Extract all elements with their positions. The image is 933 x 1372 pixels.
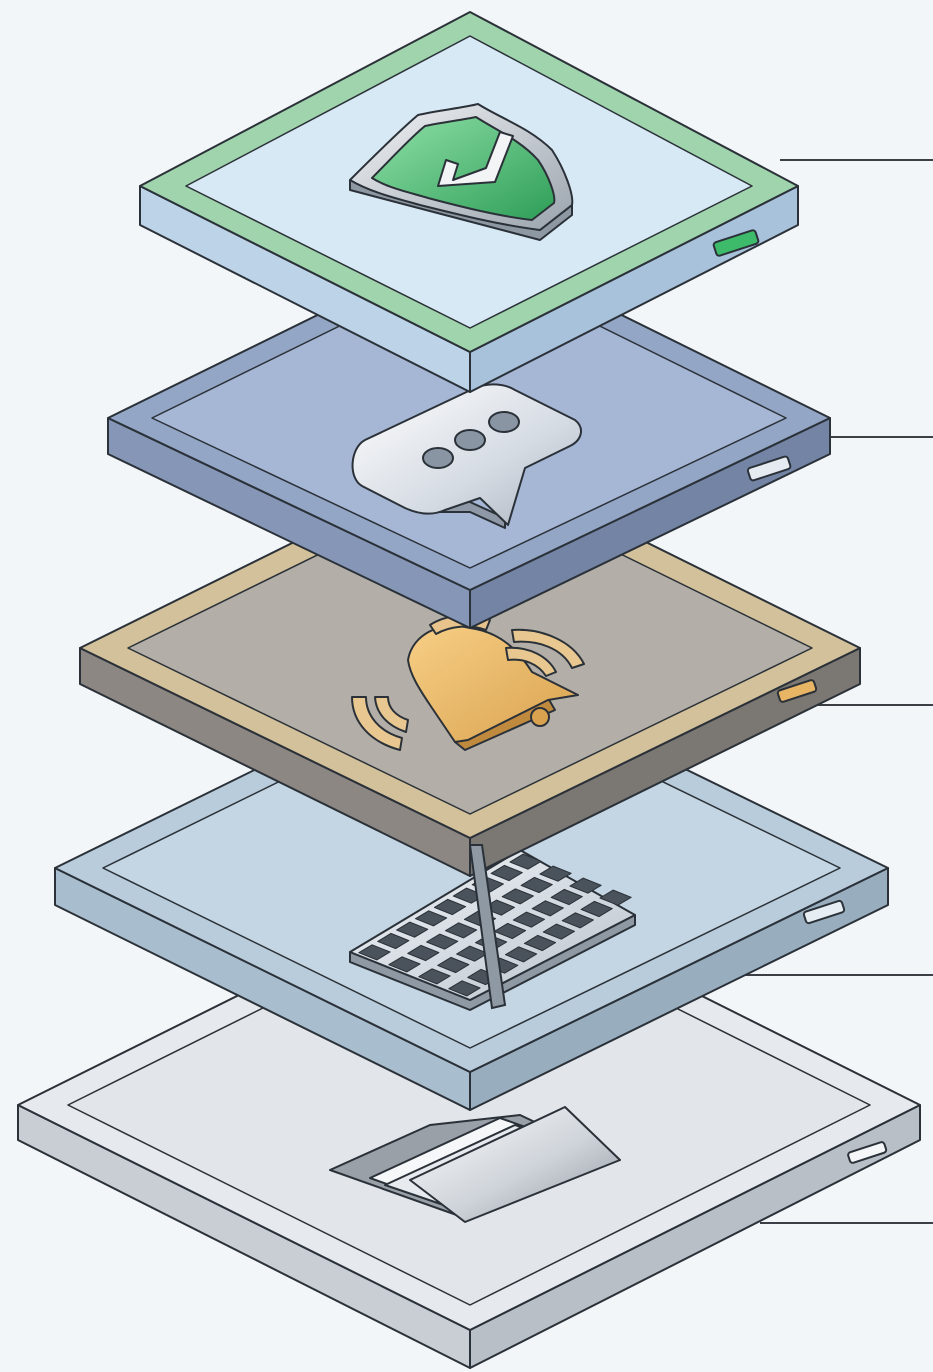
layer-input-indicator bbox=[802, 899, 846, 925]
keyboard-key bbox=[569, 877, 602, 894]
layer-security-indicator bbox=[712, 229, 760, 257]
bell-waves-left bbox=[351, 696, 403, 751]
keyboard-key bbox=[358, 944, 391, 961]
keyboard-key bbox=[396, 921, 429, 938]
keyboard-key bbox=[542, 923, 575, 940]
bell-icon bbox=[351, 614, 585, 751]
chat-dot bbox=[422, 447, 454, 469]
keyboard-key bbox=[539, 865, 572, 882]
keyboard-key bbox=[407, 944, 440, 962]
chat-dot bbox=[488, 411, 520, 433]
keyboard-stand bbox=[468, 844, 507, 1010]
chat-bubble-icon bbox=[351, 383, 582, 529]
keyboard-key bbox=[377, 932, 410, 950]
keyboard-keys bbox=[358, 853, 632, 997]
bell-waves-right bbox=[511, 628, 585, 669]
connector-lines bbox=[740, 159, 933, 1224]
layer-messaging-indicator bbox=[746, 455, 792, 482]
keyboard-key bbox=[448, 980, 481, 997]
keyboard-key bbox=[531, 900, 564, 917]
keyboard-key bbox=[426, 933, 459, 950]
layer-notifications-indicator bbox=[776, 679, 818, 703]
keyboard-key bbox=[580, 900, 613, 918]
shield-check-icon bbox=[349, 103, 574, 241]
keyboard-key bbox=[512, 911, 545, 928]
keyboard-key bbox=[388, 956, 421, 973]
keyboard-key bbox=[501, 888, 534, 905]
keyboard-key bbox=[520, 876, 553, 894]
keyboard-key bbox=[505, 946, 538, 963]
keyboard-key bbox=[599, 889, 632, 906]
keyboard-key bbox=[433, 898, 467, 916]
layer-storage-indicator bbox=[847, 1141, 888, 1164]
keyboard-key bbox=[523, 934, 557, 952]
folder-icon bbox=[329, 1106, 621, 1223]
keyboard-key bbox=[509, 853, 542, 870]
keyboard-key bbox=[493, 922, 527, 940]
keyboard-key bbox=[415, 910, 448, 927]
keyboard-key bbox=[550, 888, 583, 906]
keyboard-key bbox=[561, 912, 594, 929]
keyboard-key bbox=[490, 864, 523, 882]
shield-checkmark bbox=[437, 131, 514, 187]
keyboard-key bbox=[418, 968, 451, 985]
keyboard-key bbox=[445, 922, 478, 939]
chat-dot bbox=[454, 429, 486, 451]
keyboard-key bbox=[437, 956, 470, 974]
